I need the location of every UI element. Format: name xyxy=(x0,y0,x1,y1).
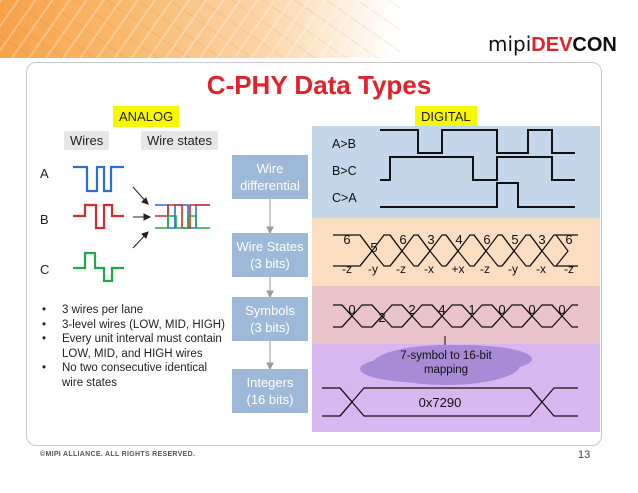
symbol-value: 4 xyxy=(438,302,446,317)
state-number: 6 xyxy=(399,232,407,247)
differential-waveforms xyxy=(380,129,575,208)
signal-c-a-waveform xyxy=(380,182,575,208)
wire-a-label: A xyxy=(40,166,49,181)
slide-title: C-PHY Data Types xyxy=(206,70,432,100)
signal-a-b-waveform xyxy=(380,129,575,154)
mipi-devcon-logo: mipiDEVCON xyxy=(488,32,617,56)
state-number: 3 xyxy=(538,232,546,247)
layer-wire-states: Wire States(3 bits) xyxy=(232,233,308,277)
wire-a-waveform xyxy=(73,165,124,193)
integer-eye xyxy=(322,387,578,417)
mapping-note: 7-symbol to 16-bit mapping xyxy=(400,350,492,376)
wire-c-label: C xyxy=(40,262,50,277)
signal-c-a-label: C>A xyxy=(332,191,357,205)
wire-state-overlay xyxy=(155,204,210,229)
wire-state-eye xyxy=(333,234,578,267)
layer-arrows xyxy=(266,199,274,371)
page-number: 13 xyxy=(578,449,591,461)
layer-integers: Integers(16 bits) xyxy=(232,369,308,413)
state-number: 4 xyxy=(455,232,463,247)
bullet-list: 3 wires per lane 3-level wires (LOW, MID… xyxy=(40,303,230,390)
mapping-cloud xyxy=(372,345,520,385)
symbols-band xyxy=(312,286,600,344)
state-number: 5 xyxy=(370,240,378,255)
state-number: 6 xyxy=(343,232,351,247)
signal-b-c-label: B>C xyxy=(332,164,357,178)
digital-tag: DIGITAL xyxy=(415,106,477,127)
bullet-item: 3 wires per lane xyxy=(40,303,230,318)
header-banner: mipiDEVCON xyxy=(0,0,638,58)
copyright-text: ©MIPI ALLIANCE. ALL RIGHTS RESERVED. xyxy=(40,451,196,458)
symbol-value: 2 xyxy=(378,310,386,325)
signal-b-c-waveform xyxy=(380,156,575,181)
banner-pattern xyxy=(0,0,400,58)
wire-states-band xyxy=(312,218,600,286)
wire-arrows xyxy=(132,186,152,249)
bullet-item: No two consecutive identical wire states xyxy=(40,361,230,390)
layer-symbols: Symbols(3 bits) xyxy=(232,297,308,341)
symbol-value: 1 xyxy=(468,302,476,317)
state-number: 3 xyxy=(427,232,435,247)
wire-b-waveform xyxy=(73,203,124,230)
symbol-value: 2 xyxy=(408,302,416,317)
symbol-eye xyxy=(333,304,578,328)
state-number: 6 xyxy=(483,232,491,247)
state-number: 6 xyxy=(565,232,573,247)
state-symbol: -z xyxy=(396,262,406,276)
analog-tag: ANALOG xyxy=(113,106,180,127)
symbol-value: 0 xyxy=(348,302,356,317)
state-symbol: -x xyxy=(424,262,434,276)
state-number: 5 xyxy=(511,232,519,247)
state-symbol: -y xyxy=(508,262,518,276)
wire-c-waveform xyxy=(73,251,124,283)
integer-value: 0x7290 xyxy=(418,395,462,410)
symbol-value: 0 xyxy=(528,302,536,317)
wire-states-label: Wire states xyxy=(141,131,219,150)
signal-a-b-label: A>B xyxy=(332,137,356,151)
wire-b-label: B xyxy=(40,212,49,227)
symbol-value: 0 xyxy=(558,302,566,317)
state-symbol: -z xyxy=(342,262,352,276)
symbol-value: 0 xyxy=(498,302,506,317)
state-symbol: -z xyxy=(564,262,574,276)
state-symbol: -x xyxy=(536,262,546,276)
bullet-item: 3-level wires (LOW, MID, HIGH) xyxy=(40,318,230,333)
state-symbol: -y xyxy=(368,262,378,276)
wires-label: Wires xyxy=(64,131,110,150)
state-symbol: -z xyxy=(480,262,490,276)
state-symbol: +x xyxy=(451,262,465,276)
bullet-item: Every unit interval must contain LOW, MI… xyxy=(40,332,230,361)
wire-waveforms xyxy=(73,165,124,283)
